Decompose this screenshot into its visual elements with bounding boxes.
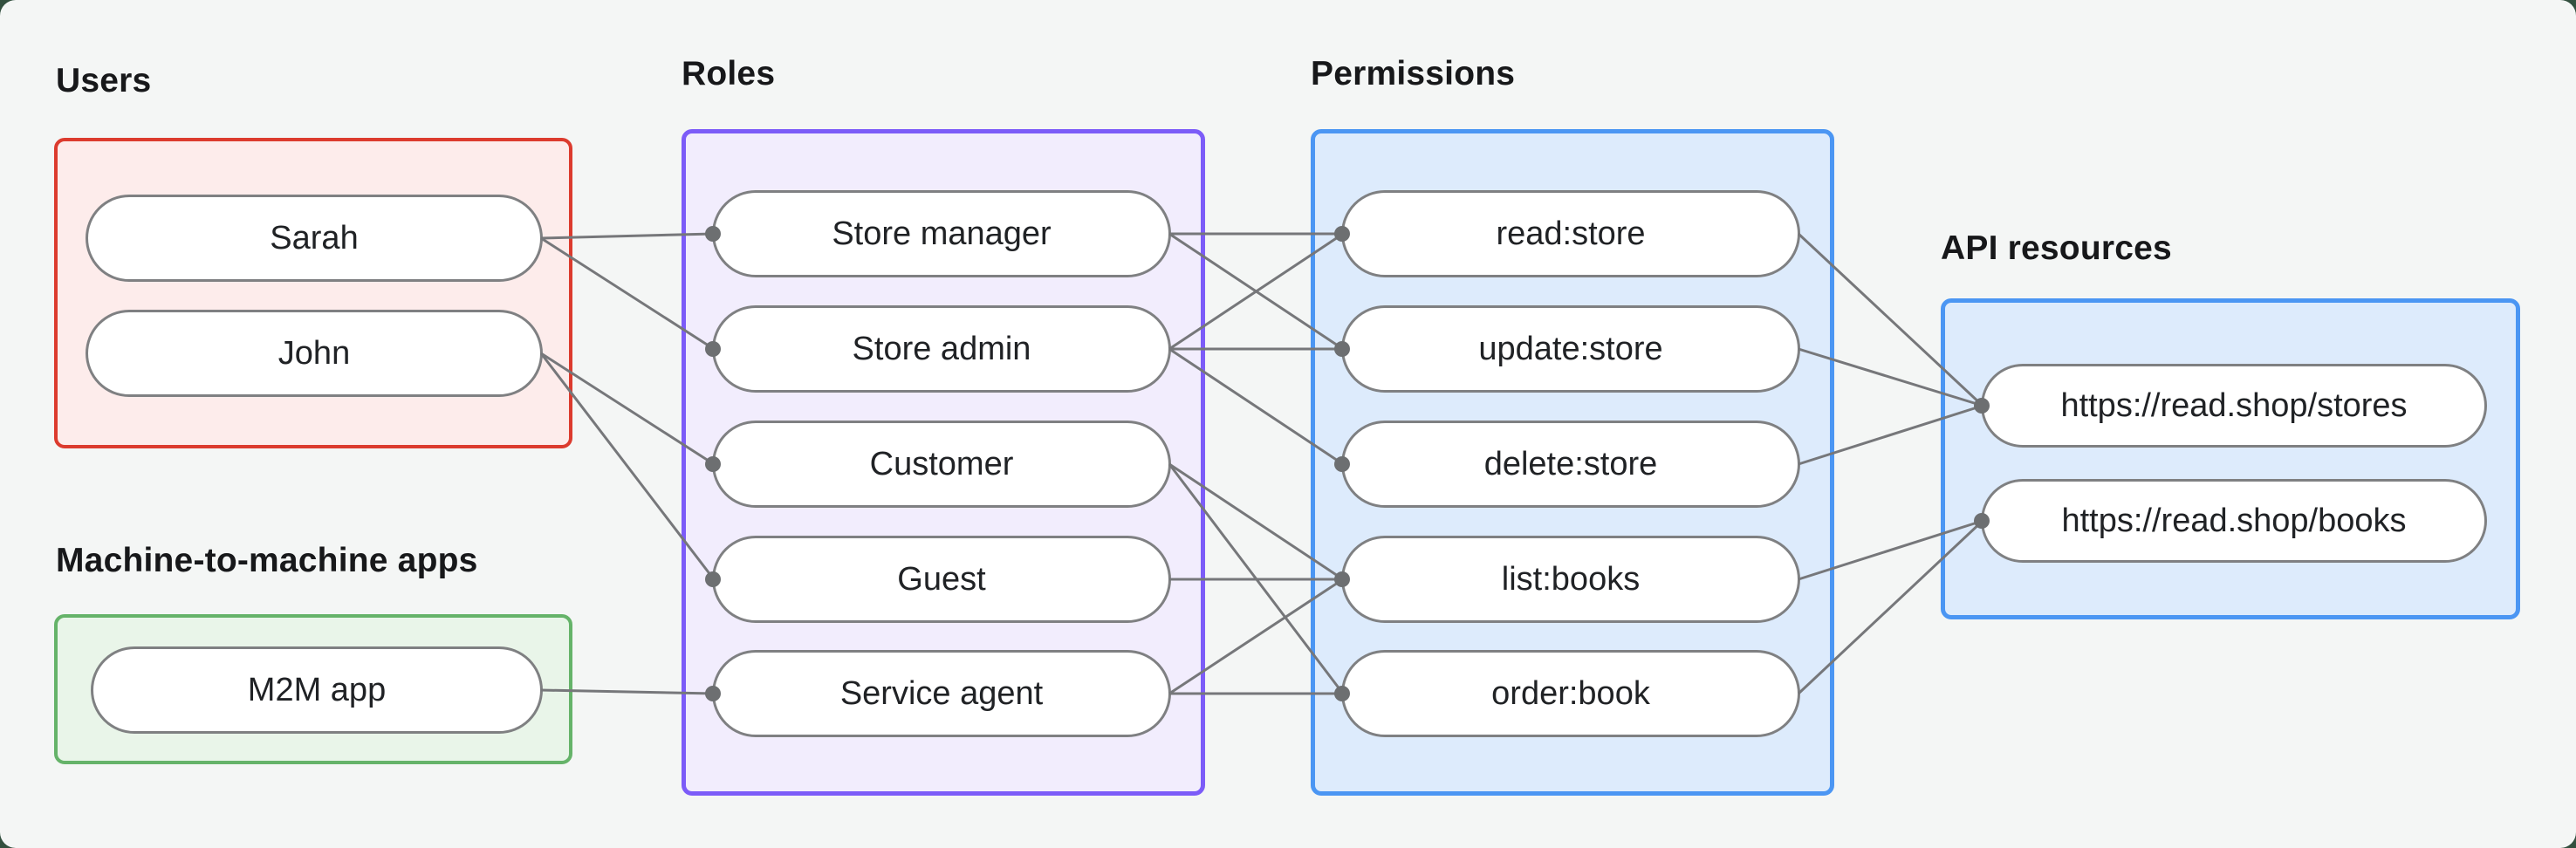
node-books: https://read.shop/books — [1981, 479, 2487, 563]
node-stores: https://read.shop/stores — [1981, 364, 2487, 448]
node-order_book: order:book — [1341, 650, 1800, 737]
node-store_manager: Store manager — [712, 190, 1171, 277]
node-list_books: list:books — [1341, 536, 1800, 623]
node-service_agent: Service agent — [712, 650, 1171, 737]
group-label-api: API resources — [1941, 229, 2172, 267]
node-sarah: Sarah — [86, 195, 543, 282]
node-m2m_app: M2M app — [91, 646, 543, 734]
group-label-users: Users — [56, 62, 152, 99]
node-guest: Guest — [712, 536, 1171, 623]
node-customer: Customer — [712, 421, 1171, 508]
node-delete_store: delete:store — [1341, 421, 1800, 508]
group-box-api — [1941, 298, 2520, 619]
node-read_store: read:store — [1341, 190, 1800, 277]
group-label-permissions: Permissions — [1311, 55, 1516, 92]
node-store_admin: Store admin — [712, 305, 1171, 393]
group-label-roles: Roles — [682, 55, 776, 92]
node-john: John — [86, 310, 543, 397]
group-label-m2m: Machine-to-machine apps — [56, 542, 478, 579]
node-update_store: update:store — [1341, 305, 1800, 393]
group-box-users — [54, 138, 572, 448]
